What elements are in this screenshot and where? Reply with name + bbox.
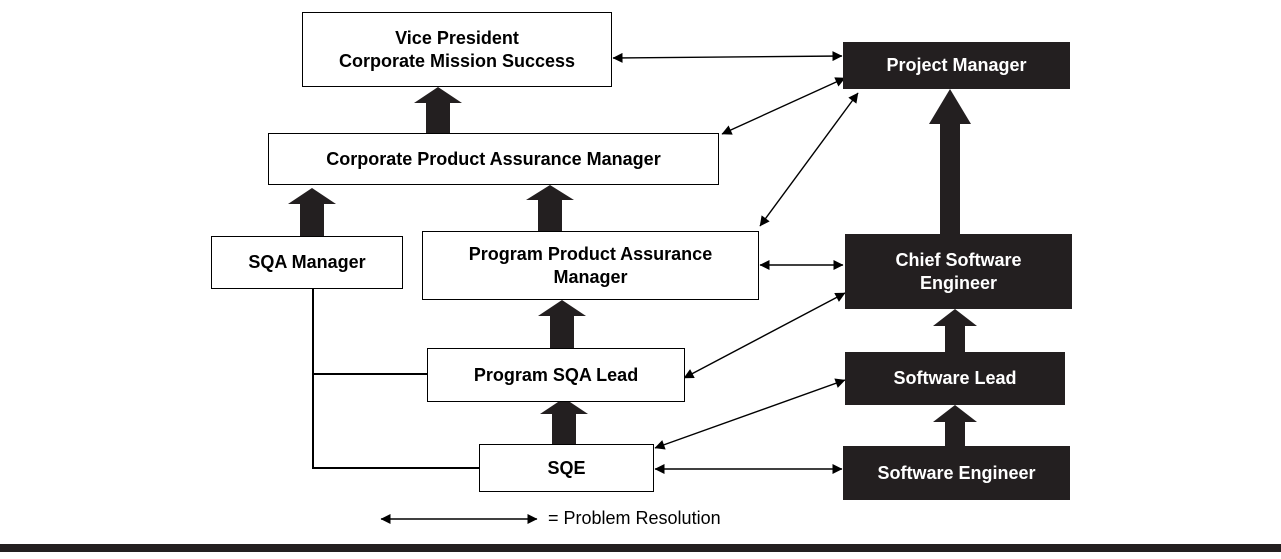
- reporting-arrow-chief-se-to-project-manager: [929, 89, 971, 234]
- reporting-arrow-cpam-to-vp: [414, 87, 462, 133]
- reporting-arrow-sqe-to-program-sqa-lead: [540, 398, 588, 444]
- problem-resolution-vp-project-manager: [612, 51, 843, 63]
- node-sqa-manager: SQA Manager: [211, 236, 403, 289]
- reporting-arrow-ppam-to-cpam: [526, 185, 574, 231]
- reporting-arrow-sqa-manager-to-cpam: [288, 188, 336, 236]
- node-corporate-product-assurance-manager: Corporate Product Assurance Manager: [268, 133, 719, 185]
- problem-resolution-sqe-software-lead: [654, 378, 846, 450]
- node-chief-software-engineer: Chief Software Engineer: [845, 234, 1072, 309]
- node-vice-president: Vice President Corporate Mission Success: [302, 12, 612, 87]
- node-sqe: SQE: [479, 444, 654, 492]
- problem-resolution-program-sqa-lead-chief-se: [683, 292, 846, 379]
- problem-resolution-ppam-project-manager: [759, 92, 859, 227]
- reporting-arrow-software-engineer-to-software-lead: [933, 405, 977, 446]
- node-project-manager: Project Manager: [843, 42, 1070, 89]
- sqa-manager-link-line: [312, 289, 479, 469]
- reporting-arrow-program-sqa-lead-to-ppam: [538, 300, 586, 348]
- reporting-arrow-software-lead-to-chief-se: [933, 309, 977, 352]
- node-program-product-assurance-manager: Program Product Assurance Manager: [422, 231, 759, 300]
- node-software-lead: Software Lead: [845, 352, 1065, 405]
- problem-resolution-cpam-project-manager: [721, 77, 846, 135]
- node-program-sqa-lead: Program SQA Lead: [427, 348, 685, 402]
- legend-label: = Problem Resolution: [548, 508, 721, 528]
- bottom-rule: [0, 544, 1281, 552]
- node-software-engineer: Software Engineer: [843, 446, 1070, 500]
